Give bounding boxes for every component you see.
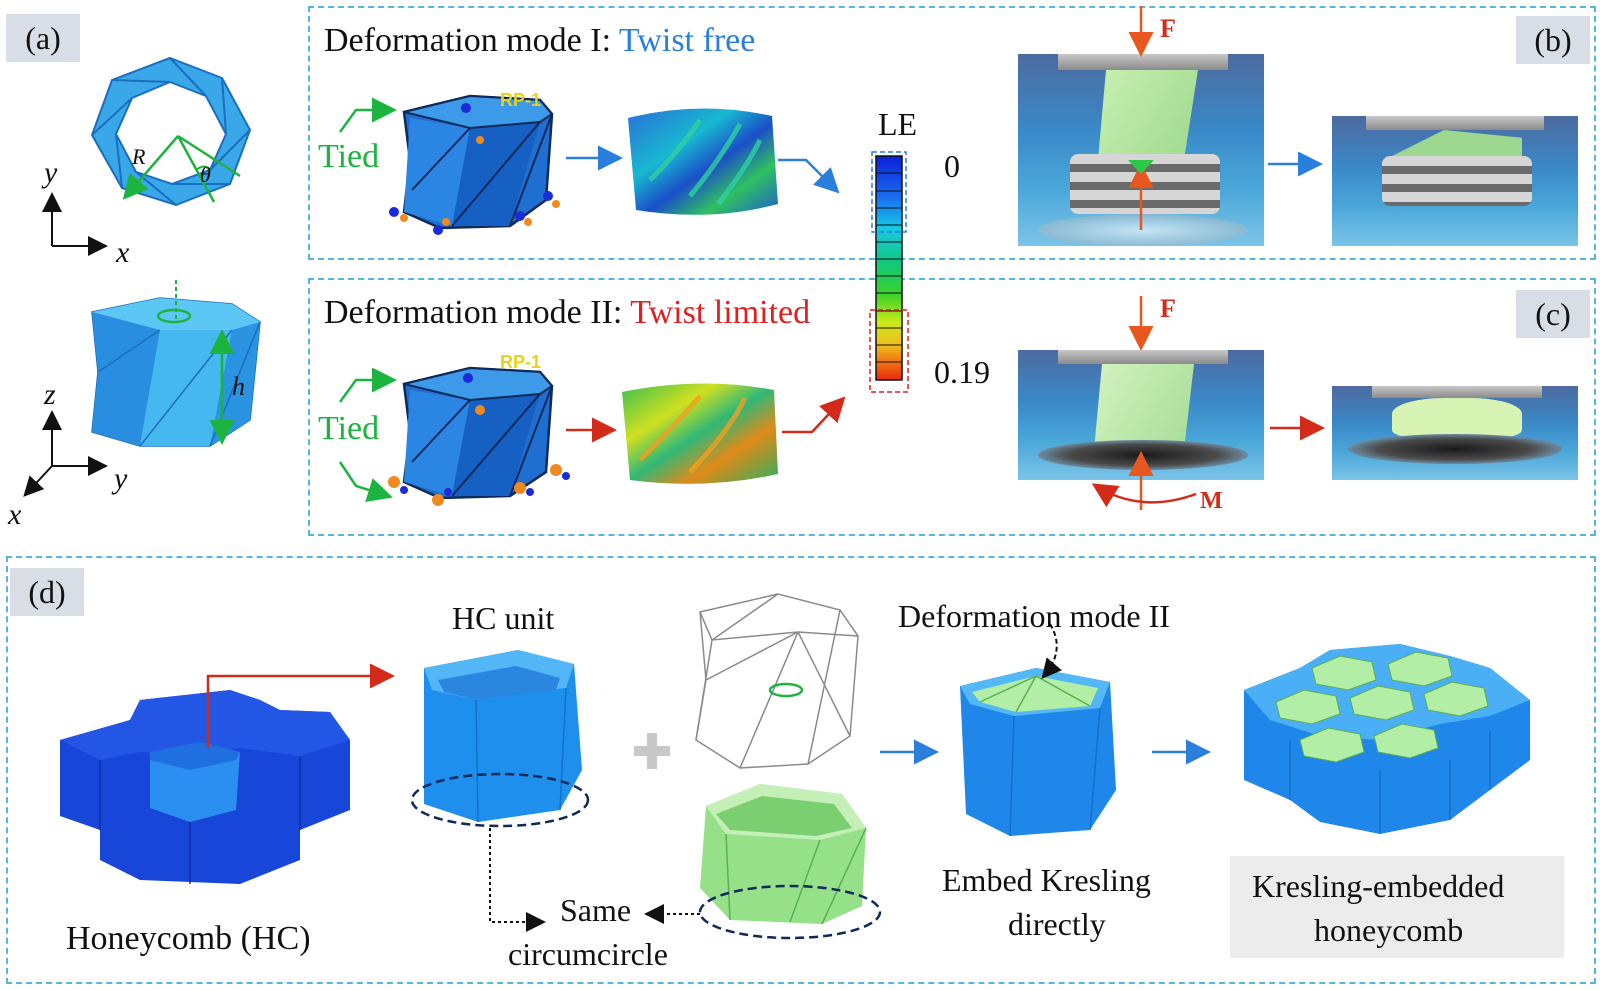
hc-unit-model bbox=[410, 650, 590, 828]
panel-c-border bbox=[308, 278, 1596, 536]
arrow-to-colorbar-2 bbox=[782, 396, 846, 434]
arrow-deformation-mode bbox=[1041, 623, 1062, 680]
panel-d-border bbox=[6, 556, 1596, 984]
kresling-embedded-label-1: Kresling-embedded bbox=[1252, 868, 1505, 904]
fe-model-mode-1 bbox=[389, 94, 560, 235]
panel-label-a: (a) bbox=[6, 14, 80, 62]
kresling-embedded-honeycomb-model bbox=[1244, 644, 1530, 834]
plus-icon bbox=[634, 733, 670, 769]
circumcircle-label: circumcircle bbox=[508, 936, 668, 972]
kresling-embedded-label-2: honeycomb bbox=[1314, 912, 1464, 948]
photo-mode-2-after bbox=[1332, 386, 1578, 480]
honeycomb-model bbox=[60, 690, 350, 884]
rp-label-2: RP-1 bbox=[500, 352, 542, 372]
axis-y-top: y bbox=[44, 156, 58, 189]
colorbar-min: 0 bbox=[944, 148, 960, 184]
mode-2-name: Twist limited bbox=[630, 294, 811, 331]
hc-unit-label: HC unit bbox=[452, 600, 555, 636]
axes-xy bbox=[42, 192, 108, 256]
tied-arrow-2b bbox=[338, 461, 393, 502]
rp-label-1: RP-1 bbox=[500, 90, 542, 110]
fe-model-mode-2 bbox=[388, 366, 570, 506]
colorbar-max: 0.19 bbox=[934, 354, 990, 390]
mode-2-title: Deformation mode II: Twist limited bbox=[324, 294, 810, 332]
mode-1-prefix: Deformation mode I: bbox=[324, 22, 619, 59]
mode-1-name: Twist free bbox=[618, 22, 756, 59]
photo-mode-1-before bbox=[1018, 54, 1264, 246]
colorbar-title: LE bbox=[878, 106, 918, 142]
axes-xyz bbox=[23, 410, 108, 497]
axis-x-top: x bbox=[116, 236, 130, 269]
same-label: Same bbox=[560, 892, 632, 928]
axis-z-bottom: z bbox=[44, 378, 56, 411]
kresling-side-view bbox=[91, 280, 261, 447]
deformation-mode-ii-label: Deformation mode II bbox=[898, 598, 1170, 634]
mode-1-title: Deformation mode I: Twist free bbox=[324, 22, 755, 60]
symbol-h: h bbox=[232, 372, 245, 401]
arrow-to-colorbar-1 bbox=[778, 158, 840, 194]
photo-mode-2-before bbox=[1018, 350, 1264, 480]
tied-arrow-2a bbox=[338, 367, 397, 403]
panel-b-border bbox=[308, 6, 1596, 260]
axis-y-bottom: y bbox=[114, 462, 128, 495]
panel-label-c: (c) bbox=[1516, 290, 1590, 338]
panel-label-b: (b) bbox=[1516, 16, 1590, 64]
embed-label-1: Embed Kresling bbox=[942, 862, 1151, 898]
force-f-1: F bbox=[1160, 14, 1176, 43]
panel-label-d: (d) bbox=[10, 568, 84, 616]
le-colorbar bbox=[869, 151, 909, 393]
embed-label-2: directly bbox=[1008, 906, 1106, 942]
embedded-unit-model bbox=[960, 668, 1116, 837]
kresling-wireframe bbox=[695, 593, 859, 769]
symbol-r: R bbox=[132, 144, 146, 169]
fe-result-mode-1 bbox=[628, 108, 778, 215]
photo-mode-1-after bbox=[1332, 116, 1578, 246]
mode-2-prefix: Deformation mode II: bbox=[324, 294, 631, 331]
tied-label-1: Tied bbox=[318, 138, 380, 175]
tied-arrow-1 bbox=[338, 97, 397, 133]
kresling-green-model bbox=[698, 784, 882, 940]
honeycomb-label: Honeycomb (HC) bbox=[66, 920, 311, 957]
axis-x-bottom: x bbox=[8, 498, 22, 531]
fe-result-mode-2 bbox=[622, 383, 778, 484]
kresling-embedded-label-bg bbox=[1230, 856, 1564, 958]
moment-m: M bbox=[1200, 488, 1223, 514]
force-f-2: F bbox=[1160, 294, 1176, 323]
arrow-hc-unit bbox=[206, 663, 395, 748]
symbol-theta: θ bbox=[200, 162, 211, 187]
kresling-top-view-ring bbox=[90, 56, 252, 207]
tied-label-2: Tied bbox=[318, 410, 380, 447]
arrow-same-1 bbox=[489, 828, 546, 932]
